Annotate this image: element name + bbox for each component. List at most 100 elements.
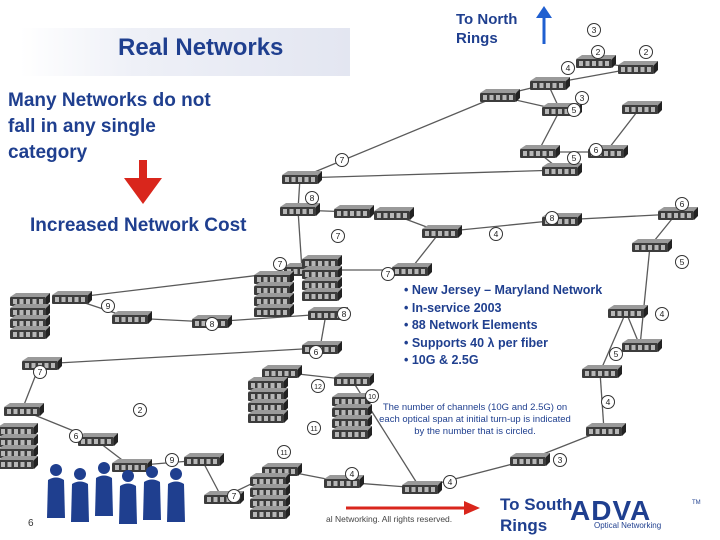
equipment-rack: [10, 293, 50, 339]
shelf-port: [318, 283, 322, 288]
shelf-port: [354, 421, 359, 426]
shelf-side: [338, 277, 342, 290]
rack-shelf: [302, 277, 342, 290]
shelf-port: [350, 379, 354, 384]
fiber-link: [297, 209, 303, 271]
person-head: [122, 470, 134, 482]
badge-label: 9: [170, 455, 175, 465]
rack-shelf: [254, 304, 294, 317]
shelf-port: [107, 439, 111, 444]
shelf-top: [248, 388, 288, 392]
shelf-port: [270, 405, 275, 410]
shelf-port: [343, 379, 348, 384]
shelf-port: [19, 310, 24, 315]
shelf-port: [304, 177, 309, 182]
shelf-port: [638, 345, 642, 350]
badge-label: 6: [680, 199, 685, 209]
shelf-port: [257, 416, 262, 421]
shelf-port: [278, 371, 282, 376]
shelf-port: [263, 288, 268, 293]
shelf-port: [411, 487, 416, 492]
shelf-port: [305, 261, 309, 266]
shelf-port: [279, 501, 283, 506]
rack-shelf: [332, 404, 372, 417]
shelf-side: [658, 339, 662, 352]
badge-label: 2: [644, 47, 649, 57]
shelf-port: [648, 245, 652, 250]
rack-shelf: [254, 282, 294, 295]
shelf-side: [286, 484, 290, 497]
logo-trademark: TM: [692, 500, 701, 506]
shelf-side: [298, 463, 302, 476]
shelf-top: [112, 311, 152, 315]
shelf-port: [346, 481, 351, 486]
shelf-port: [263, 310, 268, 315]
shelf-port: [526, 459, 530, 464]
shelf-port: [377, 213, 381, 218]
shelf-port: [251, 394, 255, 399]
badge-circle: [101, 299, 115, 313]
badge-circle: [133, 403, 147, 417]
shelf-port: [283, 299, 287, 304]
badge-label: 7: [232, 491, 237, 501]
person-body: [167, 481, 185, 522]
shelf-port: [331, 347, 335, 352]
shelf-top: [608, 305, 648, 309]
shelf-port: [564, 219, 569, 224]
shelf-side: [290, 293, 294, 306]
shelf-top: [374, 207, 414, 211]
channel-badge: 4: [561, 61, 575, 75]
shelf-top: [332, 426, 372, 430]
shelf-port: [253, 501, 257, 506]
shelf-port: [193, 459, 198, 464]
shelf-port: [1, 440, 5, 445]
shelf-top: [586, 423, 626, 427]
badge-label: 11: [310, 426, 317, 433]
shelf-port: [26, 299, 30, 304]
shelf-port: [291, 177, 296, 182]
shelf-top: [248, 399, 288, 403]
shelf-port: [551, 169, 556, 174]
shelf-port: [270, 277, 274, 282]
badge-circle: [307, 421, 321, 435]
shelf-port: [61, 297, 66, 302]
shelf-port: [7, 451, 12, 456]
badge-circle: [309, 345, 323, 359]
shelf-port: [331, 261, 335, 266]
badge-label: 2: [596, 47, 601, 57]
shelf-port: [418, 487, 422, 492]
channel-badge: 7: [381, 267, 395, 281]
shelf-port: [635, 245, 639, 250]
shelf-port: [545, 109, 549, 114]
channel-badge: 2: [639, 45, 653, 59]
shelf-top: [250, 506, 290, 510]
shelf-port: [302, 209, 307, 214]
shelf-port: [585, 371, 589, 376]
shelf-top: [302, 255, 342, 259]
shelf-port: [324, 272, 329, 277]
network-element: [262, 463, 302, 476]
shelf-port: [333, 481, 338, 486]
shelf-side: [286, 495, 290, 508]
shelf-port: [318, 261, 322, 266]
shelf-port: [296, 209, 300, 214]
shelf-top: [308, 307, 348, 311]
person-head: [74, 468, 86, 480]
shelf-top: [392, 263, 432, 267]
logo-tagline: Optical Networking: [594, 521, 662, 530]
shelf-side: [654, 61, 658, 74]
shelf-port: [640, 67, 645, 72]
badge-label: 6: [314, 347, 319, 357]
shelf-port: [598, 371, 602, 376]
shelf-port: [617, 311, 622, 316]
shelf-port: [276, 288, 281, 293]
network-element: [520, 145, 560, 158]
channel-badge: 6: [309, 345, 323, 359]
shelf-port: [356, 379, 361, 384]
shelf-port: [283, 277, 287, 282]
shelf-port: [272, 490, 277, 495]
shelf-port: [305, 283, 309, 288]
shelf-port: [350, 211, 354, 216]
person-head: [98, 462, 110, 474]
